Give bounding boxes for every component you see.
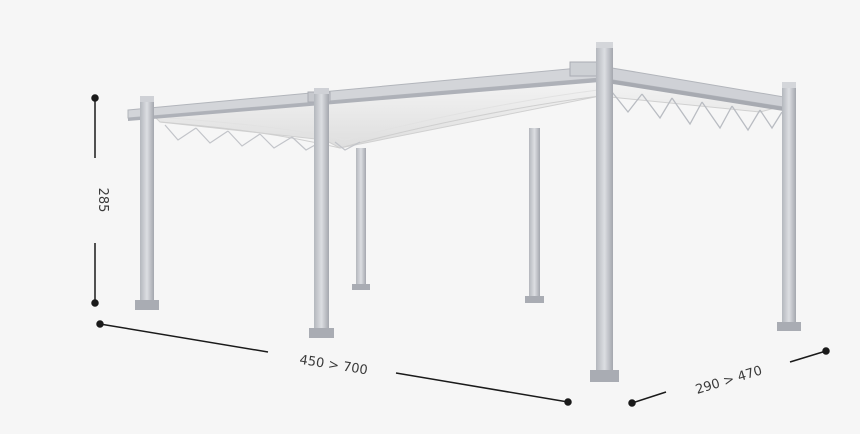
depth-end-dot: [822, 347, 830, 355]
front-posts: [135, 42, 801, 382]
back-posts: [352, 128, 544, 303]
depth-line-left: [631, 391, 667, 404]
canopy-folds-back: [611, 91, 783, 132]
height-label: 285: [95, 188, 110, 213]
depth-label: 290 > 470: [694, 363, 764, 397]
length-line-left: [99, 323, 269, 353]
depth-dimension: [628, 347, 830, 407]
depth-line-right: [789, 350, 827, 363]
height-dimension: [91, 94, 99, 307]
height-end-dot: [91, 299, 99, 307]
length-end-dot: [564, 398, 572, 406]
length-line-right: [395, 372, 569, 403]
length-label: 450 > 700: [298, 353, 368, 379]
length-dimension: [96, 320, 572, 406]
